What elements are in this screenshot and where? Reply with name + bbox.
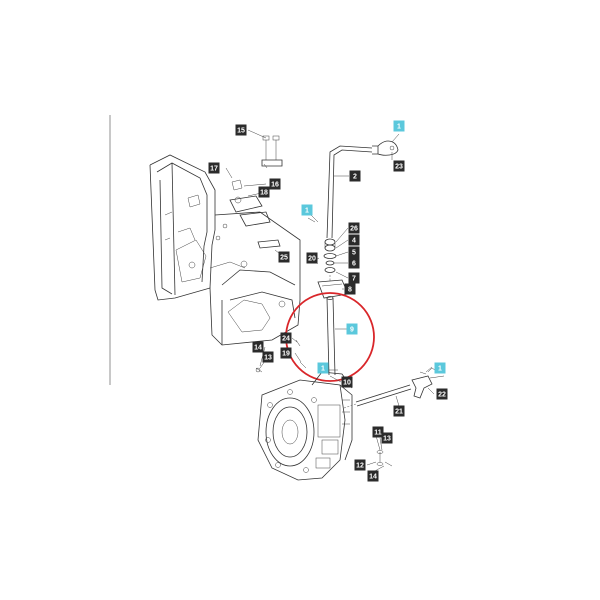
part-label-14b: 14 (367, 470, 379, 482)
part-label-5: 5 (348, 246, 360, 258)
part-label-26: 26 (348, 222, 360, 234)
part-number: 1 (305, 208, 309, 215)
part-label-1a: 1 (393, 120, 405, 132)
part-number: 16 (271, 182, 279, 189)
part-label-12: 12 (354, 459, 366, 471)
part-label-23: 23 (393, 160, 405, 172)
highlight-circle (285, 292, 375, 382)
part-number: 25 (280, 255, 288, 262)
part-label-2: 2 (349, 170, 361, 182)
frame-assembly (149, 154, 301, 346)
part-number: 1 (397, 124, 401, 131)
part-number: 24 (282, 336, 290, 343)
part-number: 17 (210, 166, 218, 173)
part-number: 7 (352, 276, 356, 283)
part-number: 8 (348, 287, 352, 294)
part-label-16: 16 (269, 178, 281, 190)
part-number: 18 (260, 190, 268, 197)
part-number: 1 (438, 366, 442, 373)
fasteners (255, 145, 427, 467)
part-label-24: 24 (280, 332, 292, 344)
part-label-25: 25 (278, 251, 290, 263)
part-number: 2 (353, 174, 357, 181)
part-label-21: 21 (393, 405, 405, 417)
part-number: 13 (264, 355, 272, 362)
part-number: 13 (383, 436, 391, 443)
part-number: 14 (369, 474, 377, 481)
part-label-11: 11 (372, 426, 384, 438)
part-label-22: 22 (436, 388, 448, 400)
part-label-9: 9 (346, 323, 358, 335)
part-label-4: 4 (348, 234, 360, 246)
part-number: 14 (254, 345, 262, 352)
part-label-8: 8 (344, 283, 356, 295)
part-number: 19 (282, 351, 290, 358)
part-number: 22 (438, 392, 446, 399)
part-label-13b: 13 (381, 432, 393, 444)
part-number: 26 (350, 226, 358, 233)
part-number: 23 (395, 164, 403, 171)
part-number: 6 (352, 261, 356, 268)
part-label-6: 6 (348, 257, 360, 269)
part-label-1d: 1 (434, 362, 446, 374)
part-label-19: 19 (280, 347, 292, 359)
part-label-1c: 1 (317, 362, 329, 374)
selector-rod (343, 367, 445, 409)
shift-lever (326, 140, 399, 239)
part-number: 9 (350, 327, 354, 334)
part-label-7: 7 (348, 272, 360, 284)
part-number: 11 (374, 430, 382, 437)
part-number: 4 (352, 238, 356, 245)
transmission-housing (257, 371, 353, 481)
part-label-1b: 1 (301, 204, 313, 216)
shift-rod (326, 296, 338, 376)
part-label-14a: 14 (252, 341, 264, 353)
part-number: 15 (237, 128, 245, 135)
part-number: 12 (356, 463, 364, 470)
leader-lines (225, 129, 435, 473)
part-number: 21 (395, 409, 403, 416)
part-label-13a: 13 (262, 351, 274, 363)
part-label-18: 18 (258, 186, 270, 198)
part-number: 1 (321, 366, 325, 373)
part-label-10: 10 (341, 376, 353, 388)
part-label-17: 17 (208, 162, 220, 174)
part-number: 5 (352, 250, 356, 257)
part-label-15: 15 (235, 124, 247, 136)
part-label-20: 20 (306, 252, 318, 264)
part-number: 10 (343, 380, 351, 387)
brackets-15-18 (229, 135, 283, 249)
part-number: 20 (308, 256, 316, 263)
